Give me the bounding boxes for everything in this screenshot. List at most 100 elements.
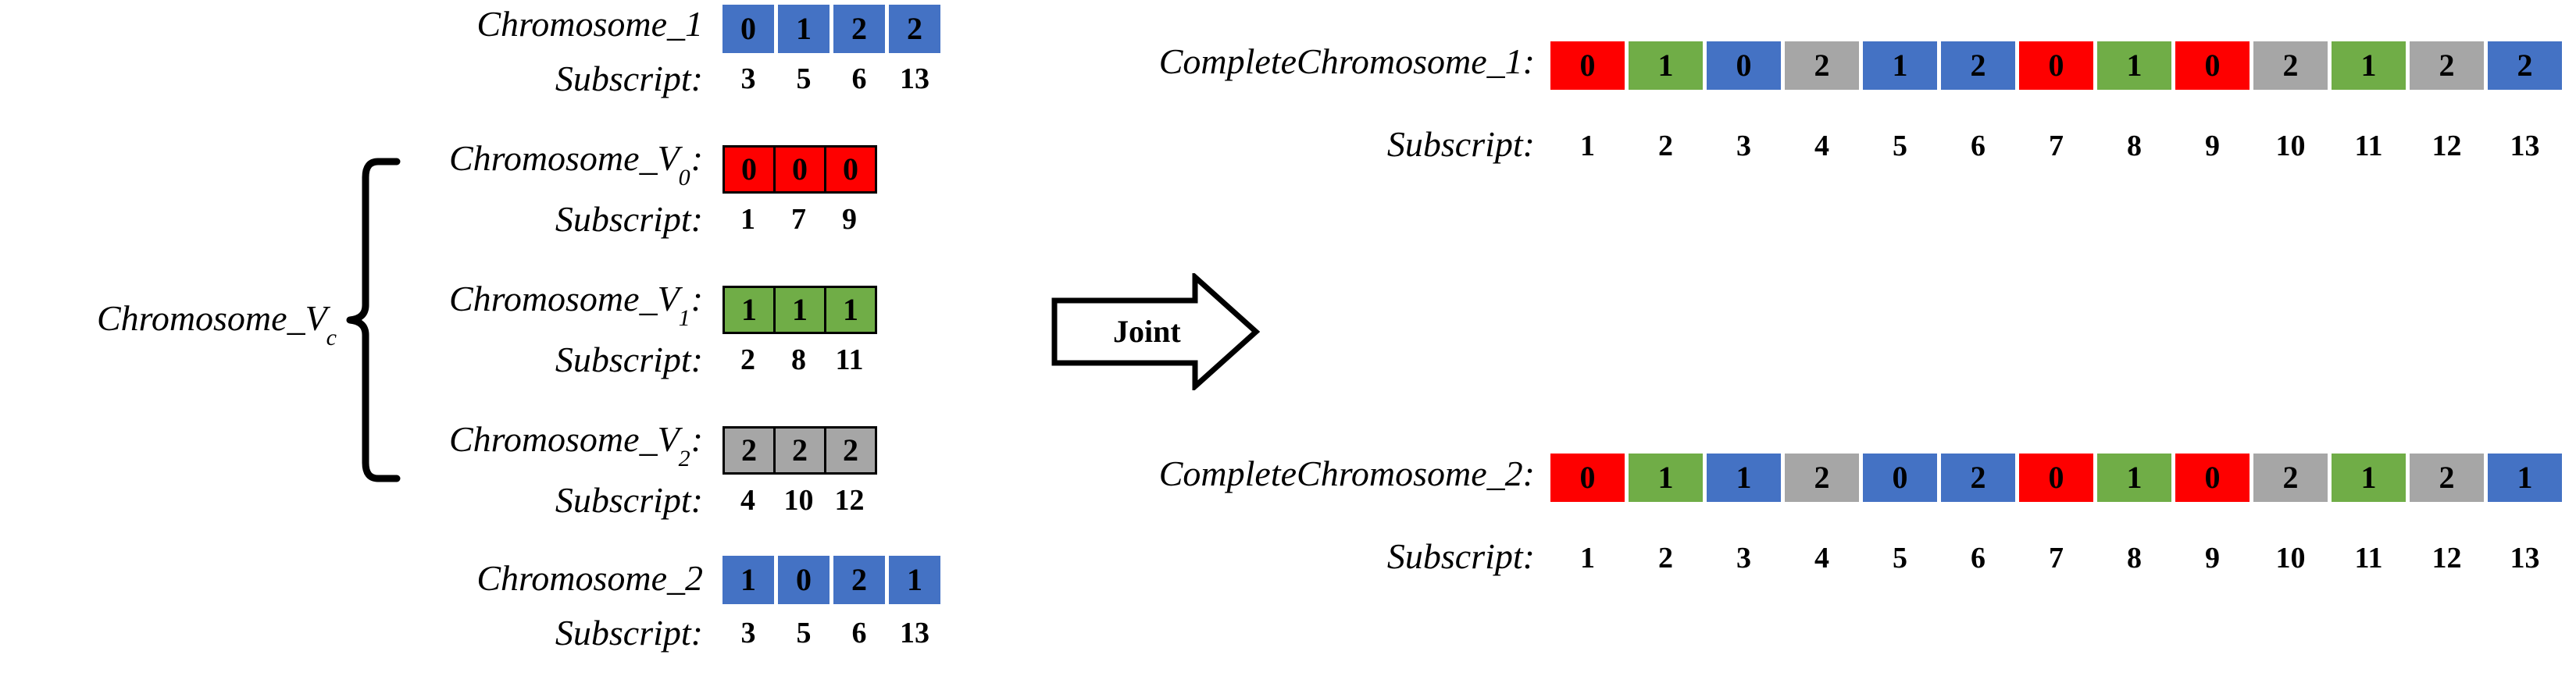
colon-glyph: : [690,419,703,459]
gene-cell[interactable]: 0 [2019,454,2093,502]
gene-cell[interactable]: 1 [2488,454,2562,502]
subscript-label-text: Subscript [1386,124,1523,164]
gene-cell[interactable]: 2 [833,5,885,53]
gene-cell[interactable]: 1 [722,556,774,604]
chromosome-1-label-text: Chromosome_1 [476,4,703,44]
chromosome-2-label-text: Chromosome_2 [476,558,703,598]
subscript-value: 1 [1580,130,1595,162]
subscript-value: 5 [796,62,812,95]
gene-cell[interactable]: 2 [889,5,940,53]
gene-cell[interactable]: 0 [1863,454,1937,502]
gene-cell[interactable]: 1 [1629,41,1703,90]
colon-glyph: : [1522,536,1535,576]
gene-cell[interactable]: 2 [1941,41,2015,90]
gene-cell[interactable]: 0 [722,145,776,194]
gene-cell[interactable]: 0 [2019,41,2093,90]
gene-cell[interactable]: 2 [2410,454,2484,502]
gene-cell[interactable]: 0 [1550,41,1625,90]
subscript-value: 8 [2127,130,2142,162]
subscript-value: 11 [2354,542,2383,575]
chromosome-1-subscript-label: Subscript: [555,61,703,97]
chromosome-v2-subscript-glyph: 2 [678,446,690,472]
gene-cell[interactable]: 0 [2175,41,2250,90]
chromosome-v0-label-text: Chromosome_V [448,138,680,178]
chromosome-v1-label: Chromosome_V1: [448,279,703,330]
gene-cell[interactable]: 2 [722,426,776,475]
subscript-value: 5 [1893,542,1907,575]
gene-cell[interactable]: 2 [2410,41,2484,90]
complete-chromosome-1-subscript-label: Subscript: [1387,126,1535,162]
subscript-value: 3 [740,617,756,649]
gene-cell[interactable]: 1 [1863,41,1937,90]
gene-cell[interactable]: 1 [2097,41,2171,90]
gene-cell[interactable]: 1 [2332,41,2406,90]
subscript-value: 9 [2205,130,2220,162]
subscript-value: 13 [2510,542,2540,575]
subscript-label-text: Subscript [1386,536,1523,576]
gene-cell[interactable]: 2 [773,426,826,475]
subscript-label-text: Subscript [555,199,691,239]
gene-cell[interactable]: 2 [2488,41,2562,90]
gene-cell[interactable]: 0 [778,556,830,604]
chromosome-v0-subscript-label: Subscript: [555,201,703,237]
gene-cell[interactable]: 1 [1629,454,1703,502]
subscript-value: 13 [2510,130,2540,162]
gene-cell[interactable]: 2 [1785,454,1859,502]
colon-glyph: : [1522,124,1535,164]
chromosome-vc-label: Chromosome_Vc [97,301,337,350]
chromosome-vc-subscript-glyph: c [326,325,337,351]
subscript-value: 10 [2275,542,2306,575]
gene-cell[interactable]: 1 [1707,454,1781,502]
gene-cell[interactable]: 2 [824,426,877,475]
subscript-value: 7 [2049,542,2064,575]
gene-cell[interactable]: 1 [773,286,826,334]
gene-cell[interactable]: 1 [2097,454,2171,502]
joint-arrow-icon [1051,273,1261,390]
subscript-value: 5 [1893,130,1907,162]
subscript-value: 5 [796,617,812,649]
subscript-value: 4 [1814,542,1829,575]
chromosome-v1-label-text: Chromosome_V [448,279,680,318]
subscript-value: 12 [2432,542,2462,575]
subscript-value: 10 [783,484,814,517]
subscript-value: 1 [1580,542,1595,575]
gene-cell[interactable]: 0 [1707,41,1781,90]
gene-cell[interactable]: 2 [2253,454,2328,502]
gene-cell[interactable]: 0 [1550,454,1625,502]
gene-cell[interactable]: 0 [722,5,774,53]
gene-cell[interactable]: 0 [2175,454,2250,502]
subscript-value: 6 [1971,130,1986,162]
subscript-value: 12 [834,484,865,517]
subscript-value: 6 [851,62,867,95]
subscript-value: 12 [2432,130,2462,162]
gene-cell[interactable]: 2 [1941,454,2015,502]
gene-cell[interactable]: 2 [1785,41,1859,90]
gene-cell[interactable]: 2 [833,556,885,604]
subscript-value: 3 [1736,130,1751,162]
gene-cell[interactable]: 0 [773,145,826,194]
subscript-value: 7 [2049,130,2064,162]
complete-chromosome-2-label: CompleteChromosome_2: [1159,456,1535,492]
colon-glyph: : [690,279,703,318]
chromosome-1-label: Chromosome_1 [476,6,703,42]
gene-cell[interactable]: 1 [778,5,830,53]
gene-cell[interactable]: 1 [824,286,877,334]
chromosome-v1-subscript-glyph: 1 [678,305,690,332]
subscript-value: 2 [1658,542,1673,575]
gene-cell[interactable]: 1 [889,556,940,604]
subscript-label-text: Subscript [555,613,691,653]
colon-glyph: : [690,340,703,379]
gene-cell[interactable]: 0 [824,145,877,194]
subscript-value: 8 [2127,542,2142,575]
gene-cell[interactable]: 1 [2332,454,2406,502]
gene-cell[interactable]: 2 [2253,41,2328,90]
gene-cell[interactable]: 1 [722,286,776,334]
